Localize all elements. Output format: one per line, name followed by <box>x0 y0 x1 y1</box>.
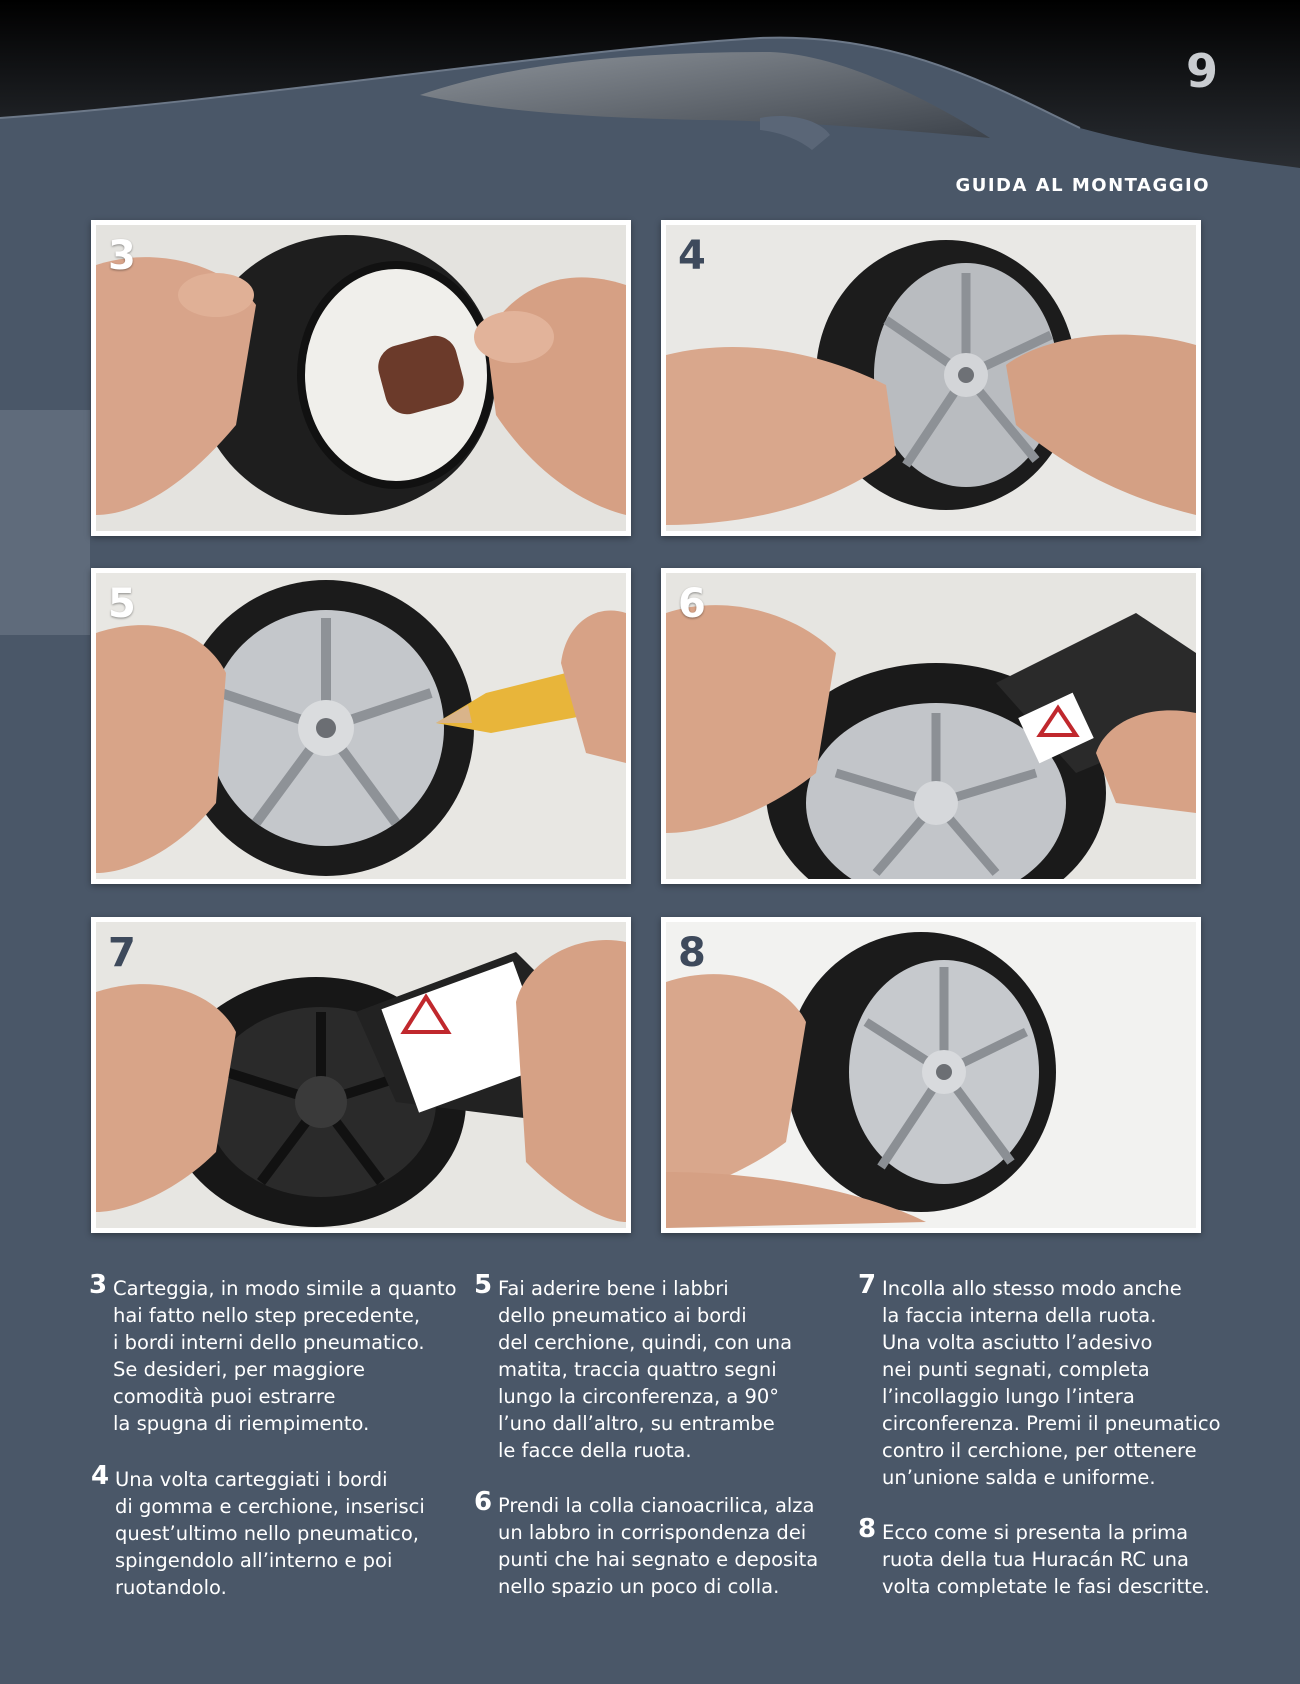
instruction-line: matita, traccia quattro segni <box>498 1358 777 1381</box>
instruction-line: spingendolo all’interno e poi <box>115 1549 393 1572</box>
section-title: GUIDA AL MONTAGGIO <box>955 175 1210 196</box>
instruction-step-3: 3 Carteggia, in modo simile a quanto hai… <box>89 1272 457 1437</box>
instruction-line: ruota della tua Huracán RC una <box>882 1548 1189 1571</box>
instruction-line: circonferenza. Premi il pneumatico <box>882 1412 1221 1435</box>
instruction-line: l’uno dall’altro, su entrambe <box>498 1412 775 1435</box>
instruction-line: Incolla allo stesso modo anche <box>882 1277 1182 1300</box>
photo-number: 7 <box>108 930 136 976</box>
instruction-line: Ecco come si presenta la prima <box>882 1521 1189 1544</box>
instruction-line: Una volta asciutto l’adesivo <box>882 1331 1153 1354</box>
instruction-step-6: 6 Prendi la colla cianoacrilica, alza un… <box>474 1489 819 1600</box>
step-number: 6 <box>474 1487 493 1517</box>
instruction-step-7: 7 Incolla allo stesso modo anche la facc… <box>858 1272 1221 1491</box>
instruction-line: ruotandolo. <box>115 1576 227 1599</box>
step-number: 4 <box>91 1461 110 1491</box>
instruction-line: Carteggia, in modo simile a quanto <box>113 1277 457 1300</box>
photo-number: 3 <box>108 233 136 279</box>
instruction-line: dello pneumatico ai bordi <box>498 1304 747 1327</box>
photo-number: 8 <box>678 930 706 976</box>
step-photo-4: 4 <box>661 220 1201 536</box>
rim-insertion-illustration <box>666 225 1196 531</box>
instruction-line: nello spazio un poco di colla. <box>498 1575 780 1598</box>
side-tab <box>0 410 90 635</box>
step-number: 3 <box>89 1270 108 1300</box>
page-number: 9 <box>1185 44 1218 98</box>
instruction-line: comodità puoi estrarre <box>113 1385 336 1408</box>
instruction-step-5: 5 Fai aderire bene i labbri dello pneuma… <box>474 1272 793 1464</box>
photo-number: 5 <box>108 581 136 627</box>
photo-number: 6 <box>678 581 706 627</box>
instruction-line: contro il cerchione, per ottenere <box>882 1439 1197 1462</box>
instruction-line: nei punti segnati, completa <box>882 1358 1150 1381</box>
instruction-line: Prendi la colla cianoacrilica, alza <box>498 1494 815 1517</box>
photo-number: 4 <box>678 233 706 279</box>
step-photo-8: 8 <box>661 917 1201 1233</box>
instruction-line: del cerchione, quindi, con una <box>498 1331 793 1354</box>
finished-wheel-illustration <box>666 922 1196 1228</box>
instruction-line: la spugna di riempimento. <box>113 1412 370 1435</box>
glue-application-illustration <box>666 573 1196 879</box>
instruction-line: quest’ultimo nello pneumatico, <box>115 1522 419 1545</box>
instruction-line: la faccia interna della ruota. <box>882 1304 1157 1327</box>
step-photo-3: 3 <box>91 220 631 536</box>
tyre-sanding-illustration <box>96 225 626 531</box>
instruction-step-8: 8 Ecco come si presenta la prima ruota d… <box>858 1516 1210 1600</box>
instruction-line: l’incollaggio lungo l’intera <box>882 1385 1135 1408</box>
step-number: 8 <box>858 1514 877 1544</box>
instruction-line: hai fatto nello step precedente, <box>113 1304 421 1327</box>
step-photo-5: 5 <box>91 568 631 884</box>
instruction-line: i bordi interni dello pneumatico. <box>113 1331 425 1354</box>
glue-inner-face-illustration <box>96 922 626 1228</box>
instruction-line: le facce della ruota. <box>498 1439 692 1462</box>
step-photo-7: 7 <box>91 917 631 1233</box>
instruction-line: Fai aderire bene i labbri <box>498 1277 729 1300</box>
pencil-marking-illustration <box>96 573 626 879</box>
instruction-line: volta completate le fasi descritte. <box>882 1575 1210 1598</box>
step-number: 5 <box>474 1270 493 1300</box>
instruction-line: punti che hai segnato e deposita <box>498 1548 819 1571</box>
instruction-line: Se desideri, per maggiore <box>113 1358 365 1381</box>
step-number: 7 <box>858 1270 877 1300</box>
instruction-line: un labbro in corrispondenza dei <box>498 1521 807 1544</box>
instruction-line: di gomma e cerchione, inserisci <box>115 1495 425 1518</box>
car-silhouette-banner <box>0 0 1300 230</box>
instruction-line: Una volta carteggiati i bordi <box>115 1468 388 1491</box>
instruction-step-4: 4 Una volta carteggiati i bordi di gomma… <box>91 1463 425 1601</box>
instruction-line: lungo la circonferenza, a 90° <box>498 1385 780 1408</box>
step-photo-6: 6 <box>661 568 1201 884</box>
instruction-line: un’unione salda e uniforme. <box>882 1466 1156 1489</box>
